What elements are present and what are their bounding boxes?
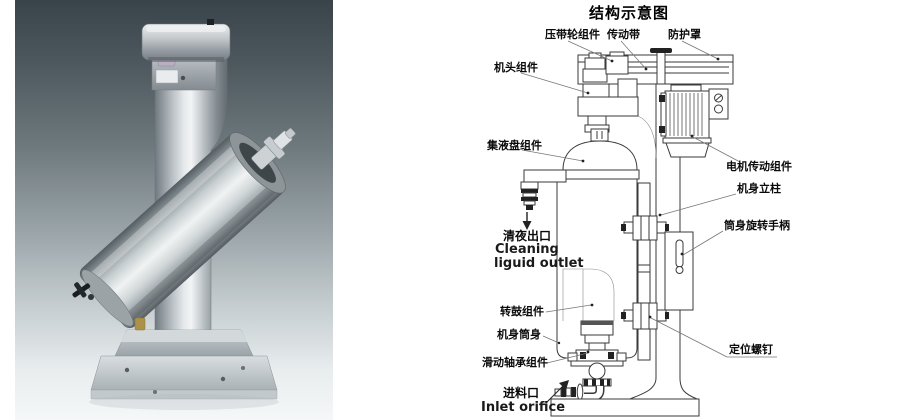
schematic-body-barrel — [520, 128, 640, 359]
inlet-arrow — [545, 385, 564, 404]
schematic-collecting-tray — [562, 140, 638, 171]
label-rotate-handle: 筒身旋转手柄 — [724, 218, 790, 232]
schematic-protective-cover — [577, 48, 734, 85]
leader-lines — [520, 40, 777, 404]
label-drive-belt: 传动带 — [606, 27, 640, 41]
drum-spindle — [251, 128, 296, 170]
label-body-barrel: 机身筒身 — [497, 327, 541, 341]
label-cleaning-outlet-cn: 清夜出口 — [503, 228, 551, 243]
label-drum: 转鼓组件 — [500, 304, 544, 318]
label-positioning-screw: 定位螺钉 — [729, 342, 773, 356]
outlet-duct — [523, 169, 567, 183]
centrifuge-photo-illustration — [15, 0, 333, 420]
schematic-press-belt-wheel — [605, 55, 629, 75]
label-protective-cover: 防护罩 — [668, 27, 701, 41]
schematic-positioning-screw — [632, 302, 658, 330]
outlet-hose-barb — [521, 189, 538, 210]
label-cleaning-outlet-en2: liguid outlet — [494, 256, 584, 271]
brass-fitting — [134, 317, 146, 331]
schematic-motor-drive — [659, 84, 729, 158]
label-inlet-cn: 进料口 — [503, 385, 539, 400]
schematic-base — [550, 368, 700, 417]
label-collecting-tray: 集液盘组件 — [486, 138, 542, 152]
label-machine-head: 机头组件 — [494, 60, 538, 74]
drum-valve — [72, 282, 94, 300]
head-knob — [207, 19, 214, 25]
diagram-title: 结构示意图 — [589, 4, 669, 22]
label-motor-drive: 电机传动组件 — [726, 159, 792, 173]
label-body-column: 机身立柱 — [737, 181, 781, 195]
product-photo — [15, 0, 333, 420]
floor-reflection — [89, 394, 279, 410]
machine-drum — [79, 128, 296, 328]
schematic-rotate-handle — [664, 231, 694, 311]
machine-head — [141, 19, 231, 91]
label-inlet-en: Inlet orifice — [481, 400, 565, 415]
motor-junction-box — [708, 88, 729, 120]
tension-rod — [656, 51, 666, 85]
machine-base — [90, 329, 278, 400]
schematic-clamps — [621, 182, 669, 361]
base-bolts — [124, 366, 245, 394]
schematic-sliding-bearing — [567, 349, 627, 387]
schematic-drum — [562, 268, 615, 351]
label-cleaning-outlet-en1: Cleaning — [495, 242, 559, 257]
label-press-belt-wheel: 压带轮组件 — [545, 27, 600, 41]
schematic-inlet-orifice — [554, 383, 605, 402]
motor-fan-cowl — [665, 142, 710, 158]
label-sliding-bearing: 滑动轴承组件 — [482, 355, 548, 369]
